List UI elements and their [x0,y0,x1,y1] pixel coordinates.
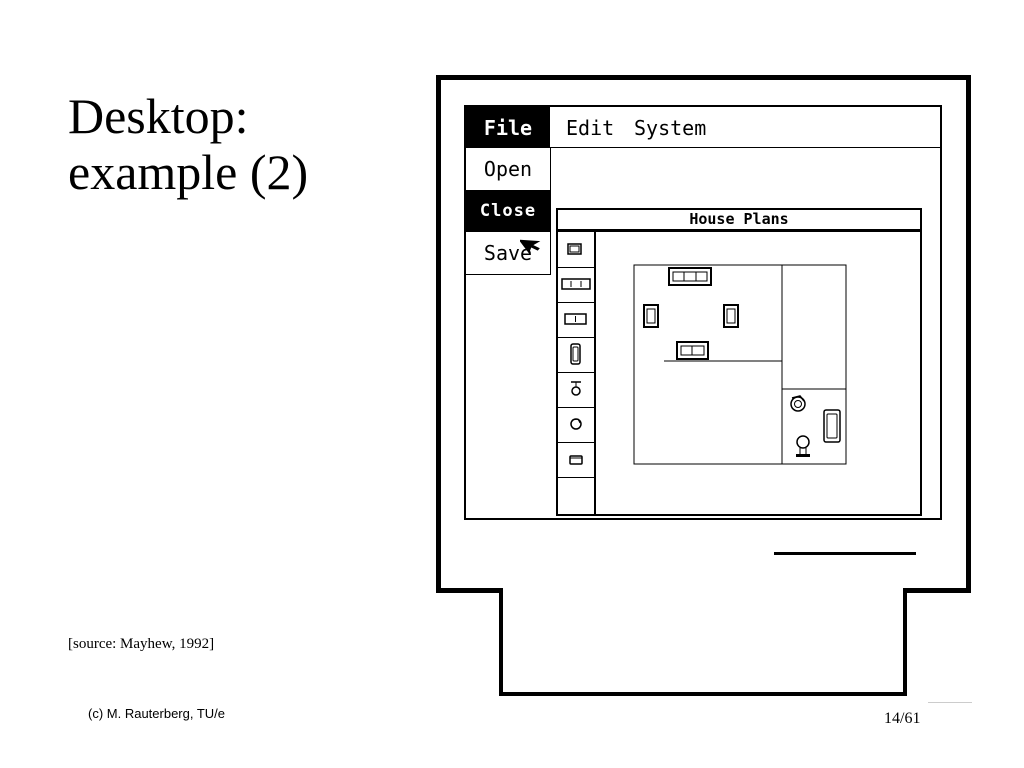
floor-plan [633,264,847,465]
window-title-bar[interactable]: House Plans [558,210,920,232]
palette-bathtub[interactable] [558,337,594,373]
menu-file[interactable]: File [466,107,550,147]
sink-icon [571,381,581,396]
page-number: 14/61 [884,710,921,727]
toilet-icon [790,395,806,412]
palette-sink[interactable] [558,372,594,408]
sink-icon [796,435,810,457]
menu-bar: File Edit System [466,107,940,148]
floor-plan-canvas[interactable] [596,232,920,514]
chair-icon [567,243,582,255]
slide-title-line1: Desktop: [68,88,249,144]
monitor-slot [774,552,916,555]
file-dropdown-menu: Open Close Save [466,148,551,275]
bathtub-icon [570,343,581,365]
loveseat-icon [676,341,709,360]
menu-edit[interactable]: Edit [566,116,615,140]
house-plans-window[interactable]: House Plans [556,208,922,516]
menu-item-close[interactable]: Close [466,190,550,232]
sofa-icon [561,278,591,290]
floor-plan-outer-wall [633,264,847,465]
source-citation: [source: Mayhew, 1992] [68,636,215,652]
palette-toilet[interactable] [558,407,594,443]
loveseat-icon [564,313,587,325]
monitor-stand [499,588,907,696]
footer-author: (c) M. Rauterberg, TU/e [88,706,226,721]
bathtub-icon [823,409,841,443]
footer-divider [928,702,972,703]
palette-loveseat[interactable] [558,302,594,338]
slide-title: Desktop: example (2) [68,88,308,200]
palette-chair[interactable] [558,232,594,268]
chair-icon [643,304,659,328]
furniture-palette [558,232,596,514]
chair-icon [723,304,739,328]
menu-item-open[interactable]: Open [466,148,550,191]
slide-title-line2: example (2) [68,144,309,200]
table-icon [569,455,583,465]
pointer-cursor-icon [520,239,541,254]
menu-system[interactable]: System [634,116,707,140]
toilet-icon [570,418,582,430]
palette-table[interactable] [558,442,594,478]
sofa-icon [668,267,712,286]
palette-sofa[interactable] [558,267,594,303]
